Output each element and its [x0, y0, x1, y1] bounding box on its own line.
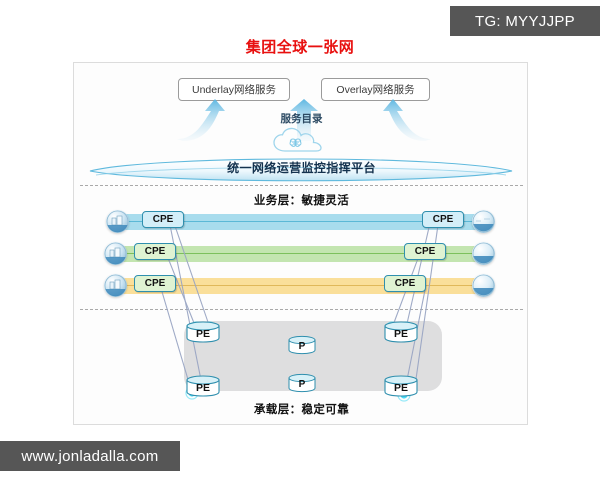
overlay-service-box[interactable]: Overlay网络服务	[321, 78, 430, 101]
endpoint-right-green[interactable]	[472, 242, 495, 265]
cloud-brain-icon	[273, 127, 322, 152]
cylinder-icon	[288, 335, 316, 355]
watermark-bottom-left: www.jonladalla.com	[0, 441, 180, 471]
p-node-center-top[interactable]: P	[288, 335, 316, 355]
globe-icon	[472, 274, 495, 297]
diagram-panel: Underlay网络服务 Overlay网络服务 服务目录	[73, 62, 528, 425]
pe-label: PE	[393, 382, 408, 394]
cylinder-icon	[288, 373, 316, 393]
platform-label: 统一网络运营监控指挥平台	[227, 161, 376, 175]
p-node-center-bottom[interactable]: P	[288, 373, 316, 393]
pe-label: PE	[195, 382, 210, 394]
cpe-right-blue[interactable]: CPE	[422, 211, 464, 228]
globe-icon	[472, 242, 495, 265]
globe-icon	[472, 210, 495, 233]
cpe-right-yellow[interactable]: CPE	[384, 275, 426, 292]
p-label: P	[298, 341, 306, 352]
globe-building-icon	[106, 210, 129, 233]
platform-lens-bar	[89, 158, 513, 182]
endpoint-left-yellow[interactable]	[104, 274, 127, 297]
cpe-left-yellow[interactable]: CPE	[134, 275, 176, 292]
endpoint-right-yellow[interactable]	[472, 274, 495, 297]
service-layer-caption: 业务层：敏捷灵活	[253, 195, 350, 207]
cpe-left-green[interactable]: CPE	[134, 243, 176, 260]
globe-building-icon	[104, 242, 127, 265]
page-title: 集团全球一张网	[245, 39, 355, 56]
cpe-left-blue[interactable]: CPE	[142, 211, 184, 228]
layer-divider-top	[80, 185, 523, 186]
pe-label: PE	[393, 328, 408, 340]
layer-divider-bottom	[80, 309, 523, 310]
p-label: P	[298, 379, 306, 390]
cpe-right-green[interactable]: CPE	[404, 243, 446, 260]
globe-building-icon	[104, 274, 127, 297]
service-catalog-label: 服务目录	[280, 113, 323, 125]
band-yellow-line	[114, 285, 492, 287]
carrier-layer-caption: 承载层：稳定可靠	[253, 404, 350, 416]
underlay-service-box[interactable]: Underlay网络服务	[178, 78, 290, 101]
endpoint-left-green[interactable]	[104, 242, 127, 265]
endpoint-left-blue[interactable]	[106, 210, 129, 233]
pe-node-top-right[interactable]: PE	[384, 321, 418, 343]
endpoint-right-blue[interactable]	[472, 210, 495, 233]
watermark-top-right: TG: MYYJJPP	[450, 6, 600, 36]
band-green-line	[114, 253, 492, 255]
pe-node-bottom-right[interactable]: PE	[384, 375, 418, 397]
pe-node-top-left[interactable]: PE	[186, 321, 220, 343]
band-blue-line	[114, 221, 492, 223]
pe-node-bottom-left[interactable]: PE	[186, 375, 220, 397]
pe-label: PE	[195, 328, 210, 340]
